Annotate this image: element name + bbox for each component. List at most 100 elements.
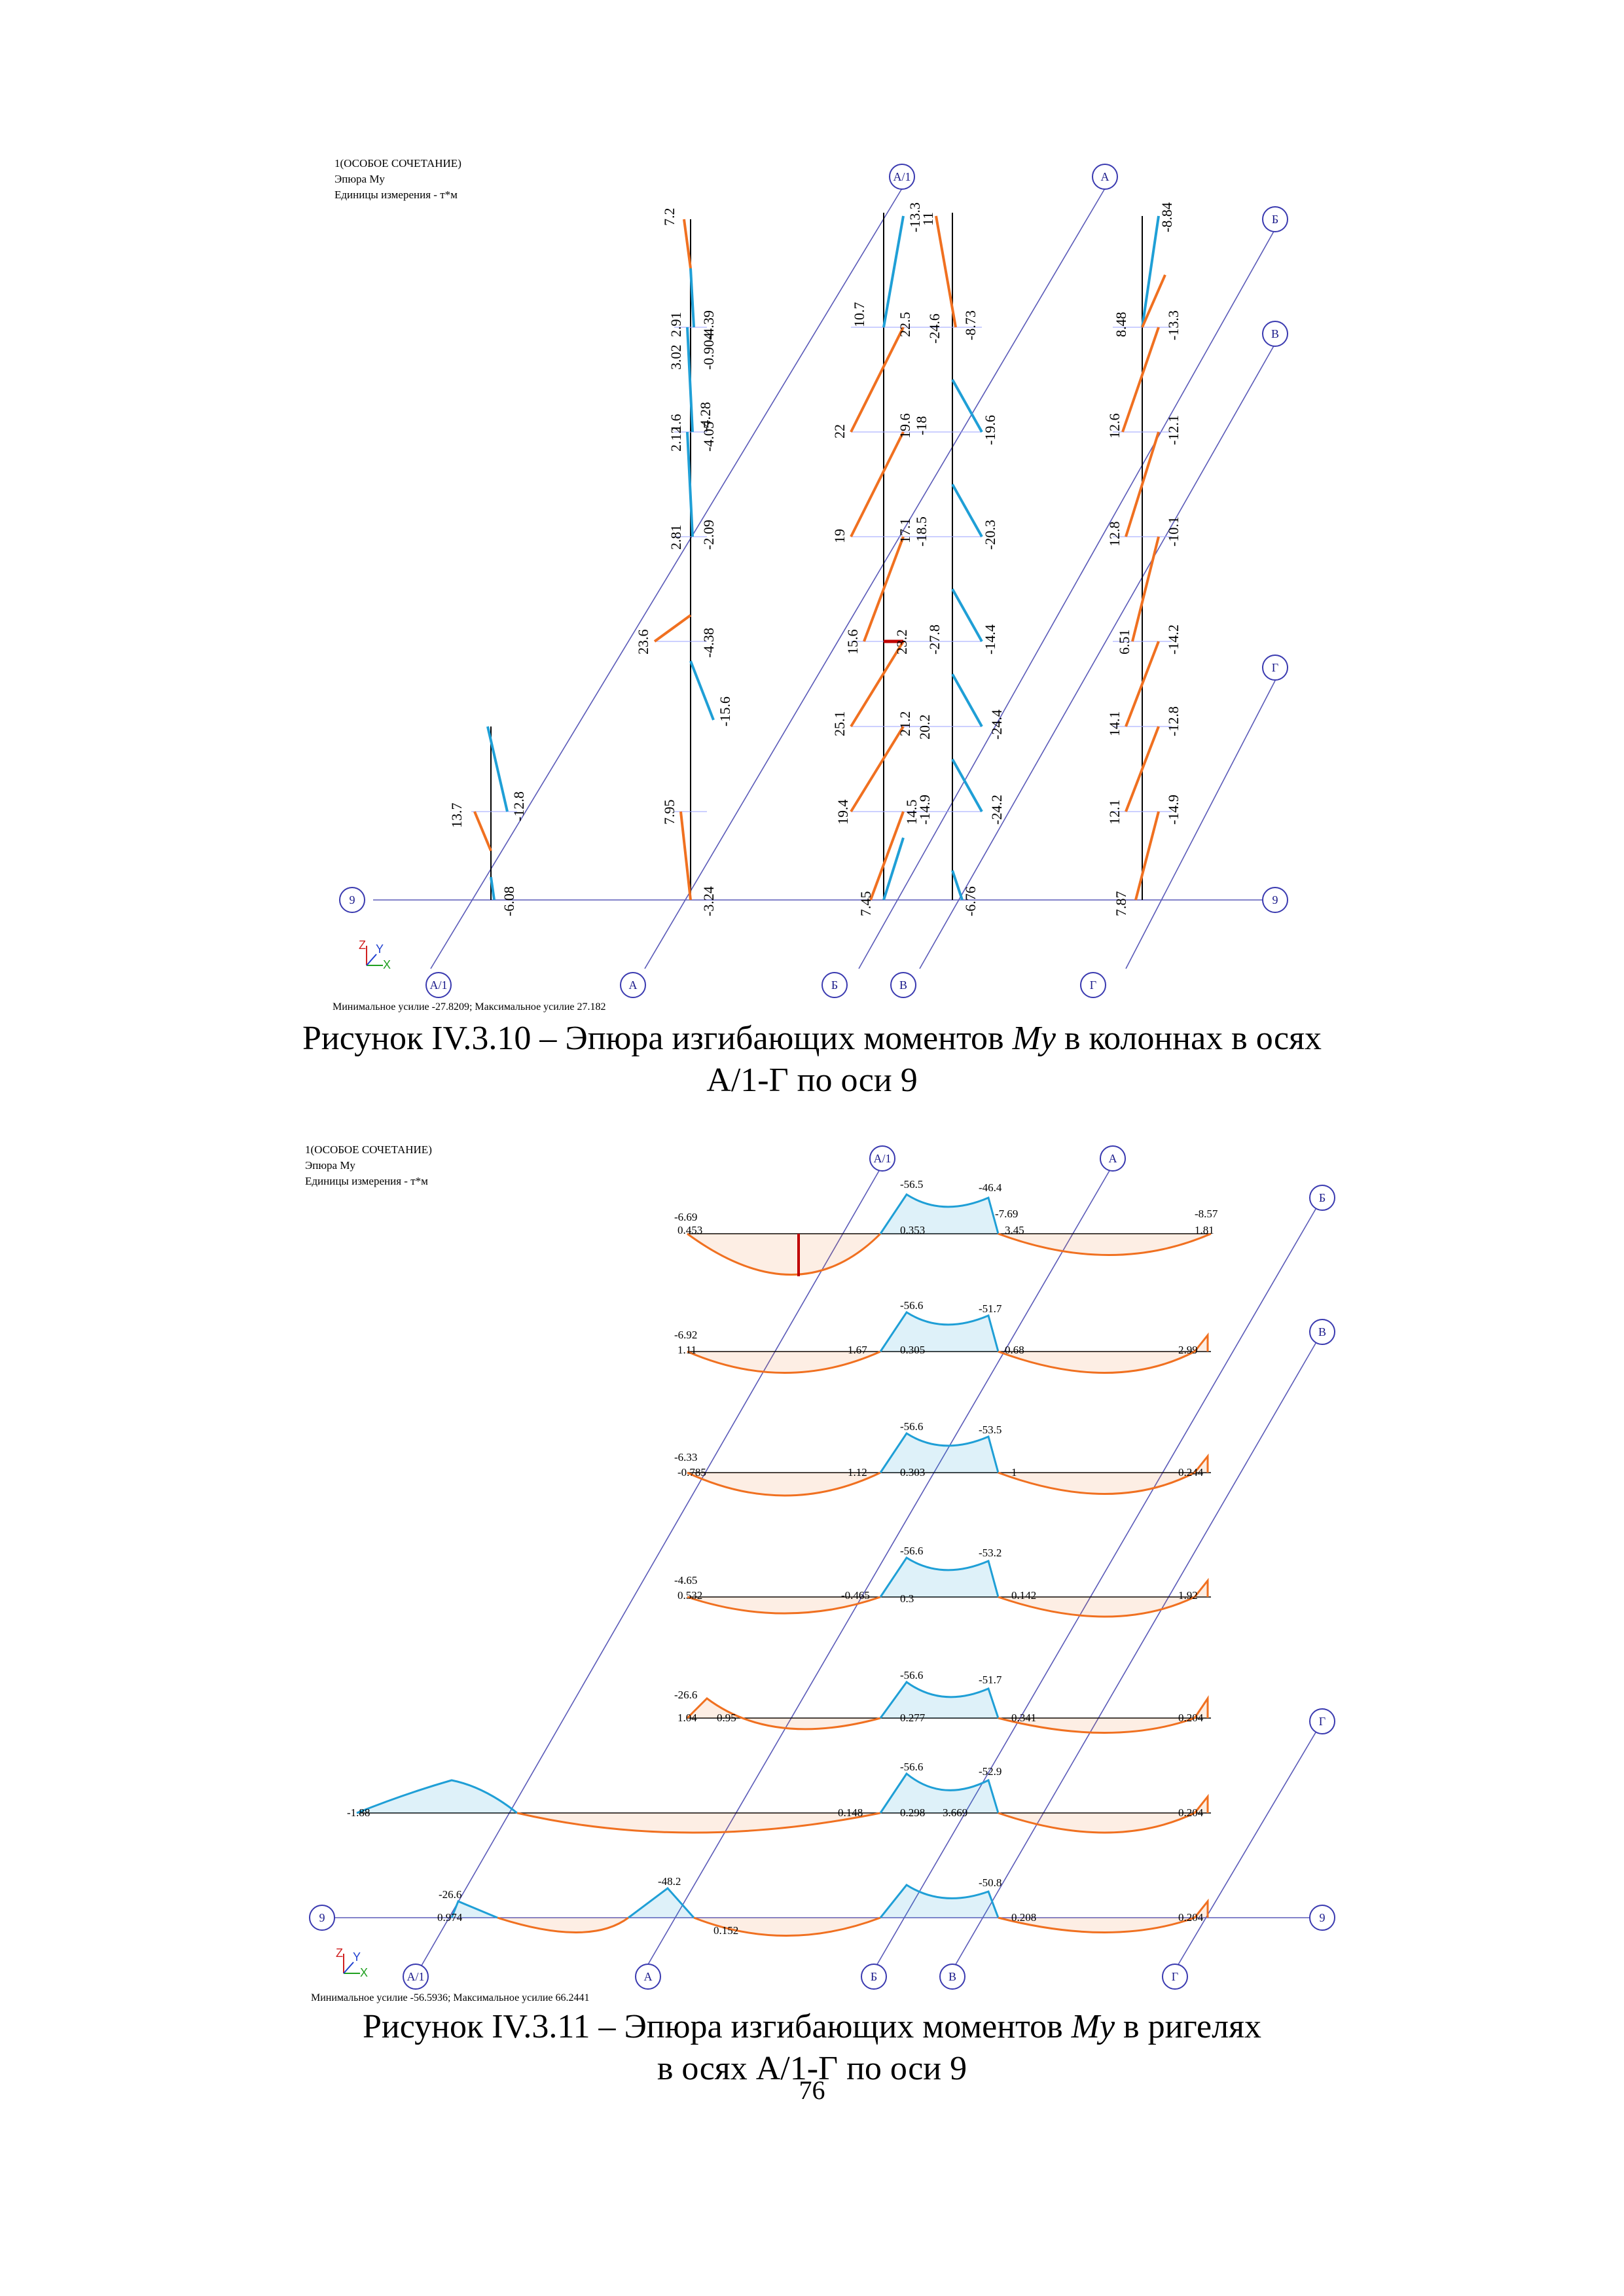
value-label: 0.142 [1011,1589,1036,1602]
axis-bubble [1309,1185,1335,1211]
axis-bubble [635,1964,661,1990]
axis-bubble [1309,1905,1335,1931]
value-label: 0.453 [677,1224,702,1236]
value-label: -8.57 [1195,1208,1218,1220]
value-label: -14.9 [916,795,933,825]
value-label: 0.244 [1178,1466,1204,1479]
value-label: -12.1 [1165,415,1182,445]
fig2-header-line: Единицы измерения - т*м [305,1175,428,1187]
value-label: 7.95 [661,800,677,825]
svg-text:Z: Z [359,939,366,952]
value-label: -13.3 [1165,310,1182,340]
value-label: 7.2 [661,208,677,226]
value-label: 2.81 [668,525,684,550]
axis-bubble [1100,1145,1126,1172]
axis-label: А/1 [407,1970,425,1983]
caption-prefix: Рисунок IV.3.11 – Эпюра изгибающих момен… [362,2008,1072,2045]
value-label: 0.204 [1178,1911,1204,1924]
axis-bubble [620,972,646,998]
value-label: 0.305 [900,1344,925,1356]
value-label: 14.1 [1106,711,1123,737]
value-label: 0.298 [900,1806,925,1819]
value-label: -51.7 [979,1674,1002,1686]
value-label: 0.974 [437,1911,463,1924]
caption-italic: My [1012,1020,1056,1057]
value-label: 0.277 [900,1712,926,1724]
axis-bubble [425,972,452,998]
fig2-header-line: Эпюра My [305,1159,355,1172]
value-label: -27.8 [926,624,943,655]
axis-bubble [939,1964,965,1990]
value-label: 23.6 [635,630,651,655]
value-label: 0.303 [900,1466,925,1479]
value-label: 11 [920,212,936,226]
axis-label: Г [1090,978,1096,992]
value-label: -12.8 [1165,706,1182,736]
value-label: -56.6 [900,1669,923,1681]
value-label: 12.1 [1106,800,1123,825]
value-label: 0.68 [1005,1344,1024,1356]
value-label: -26.6 [674,1689,697,1701]
fig2-caption: Рисунок IV.3.11 – Эпюра изгибающих момен… [0,2006,1624,2090]
axis-label: В [1271,327,1279,340]
svg-text:Y: Y [376,942,384,956]
value-label: 0.95 [717,1712,736,1724]
axis-bubble [890,972,916,998]
value-label: -24.4 [988,709,1005,740]
axis-label: А [1109,1152,1117,1165]
axis-bubble [339,887,365,913]
axis-label: 9 [1272,893,1278,906]
axis-bubble [869,1145,895,1172]
value-label: -3.24 [700,886,717,916]
fig2-header: 1(ОСОБОЕ СОЧЕТАНИЕ) Эпюра My Единицы изм… [305,1142,432,1189]
svg-text:X: X [383,958,391,971]
value-label: -8.73 [962,310,979,340]
value-label: 23.2 [893,630,910,655]
value-label: 0.208 [1011,1911,1036,1924]
value-label: 0.3 [900,1592,914,1605]
axis-label: 9 [350,893,355,906]
value-label: -4.05 [700,422,717,452]
axis-bubble [1309,1319,1335,1345]
fig1-header-line: 1(ОСОБОЕ СОЧЕТАНИЕ) [334,157,461,170]
caption-line2: А/1-Г по оси 9 [706,1062,918,1099]
axis-label: А/1 [430,978,448,992]
value-label: 0.152 [713,1924,738,1937]
value-label: 1.67 [848,1344,867,1356]
fig1-caption: Рисунок IV.3.10 – Эпюра изгибающих момен… [0,1018,1624,1102]
value-label: -48.2 [658,1875,681,1888]
value-label: 20.2 [916,715,933,740]
axis-label: Б [1272,213,1278,226]
axis-bubble [1309,1708,1335,1734]
value-label: 2.12 [668,427,684,452]
value-label: 19.6 [897,414,913,439]
value-label: 10.7 [851,302,867,328]
value-label: 3.02 [668,345,684,370]
axis-label: В [948,1970,956,1983]
value-label: 22 [831,424,848,439]
value-label: -50.8 [979,1876,1001,1889]
axis-label: А/1 [893,170,911,183]
value-label: 6.51 [1116,630,1132,655]
value-label: -6.69 [674,1211,697,1223]
value-label: -6.33 [674,1451,697,1463]
value-label: 1.6 [668,414,684,433]
axis-bubble [309,1905,335,1931]
axis-label: А [644,1970,653,1983]
value-label: 22.5 [897,312,913,338]
value-label: 1.92 [1178,1589,1198,1602]
axis-bubble [1080,972,1106,998]
value-label: 1.04 [677,1712,697,1724]
fig1-footer: Минимальное усилие -27.8209; Максимально… [333,1001,606,1013]
value-label: 1.81 [1195,1224,1214,1236]
value-label: -7.69 [995,1208,1018,1220]
value-label: -4.28 [697,402,713,432]
axis-label: Г [1272,661,1278,674]
axis-label: 9 [319,1911,325,1924]
value-label: -8.84 [1159,202,1175,232]
value-label: -10.1 [1165,516,1182,547]
value-label: -19.6 [982,415,998,445]
value-label: 0.532 [677,1589,702,1602]
value-label: 7.45 [857,891,874,917]
axis-bubble [1262,887,1288,913]
